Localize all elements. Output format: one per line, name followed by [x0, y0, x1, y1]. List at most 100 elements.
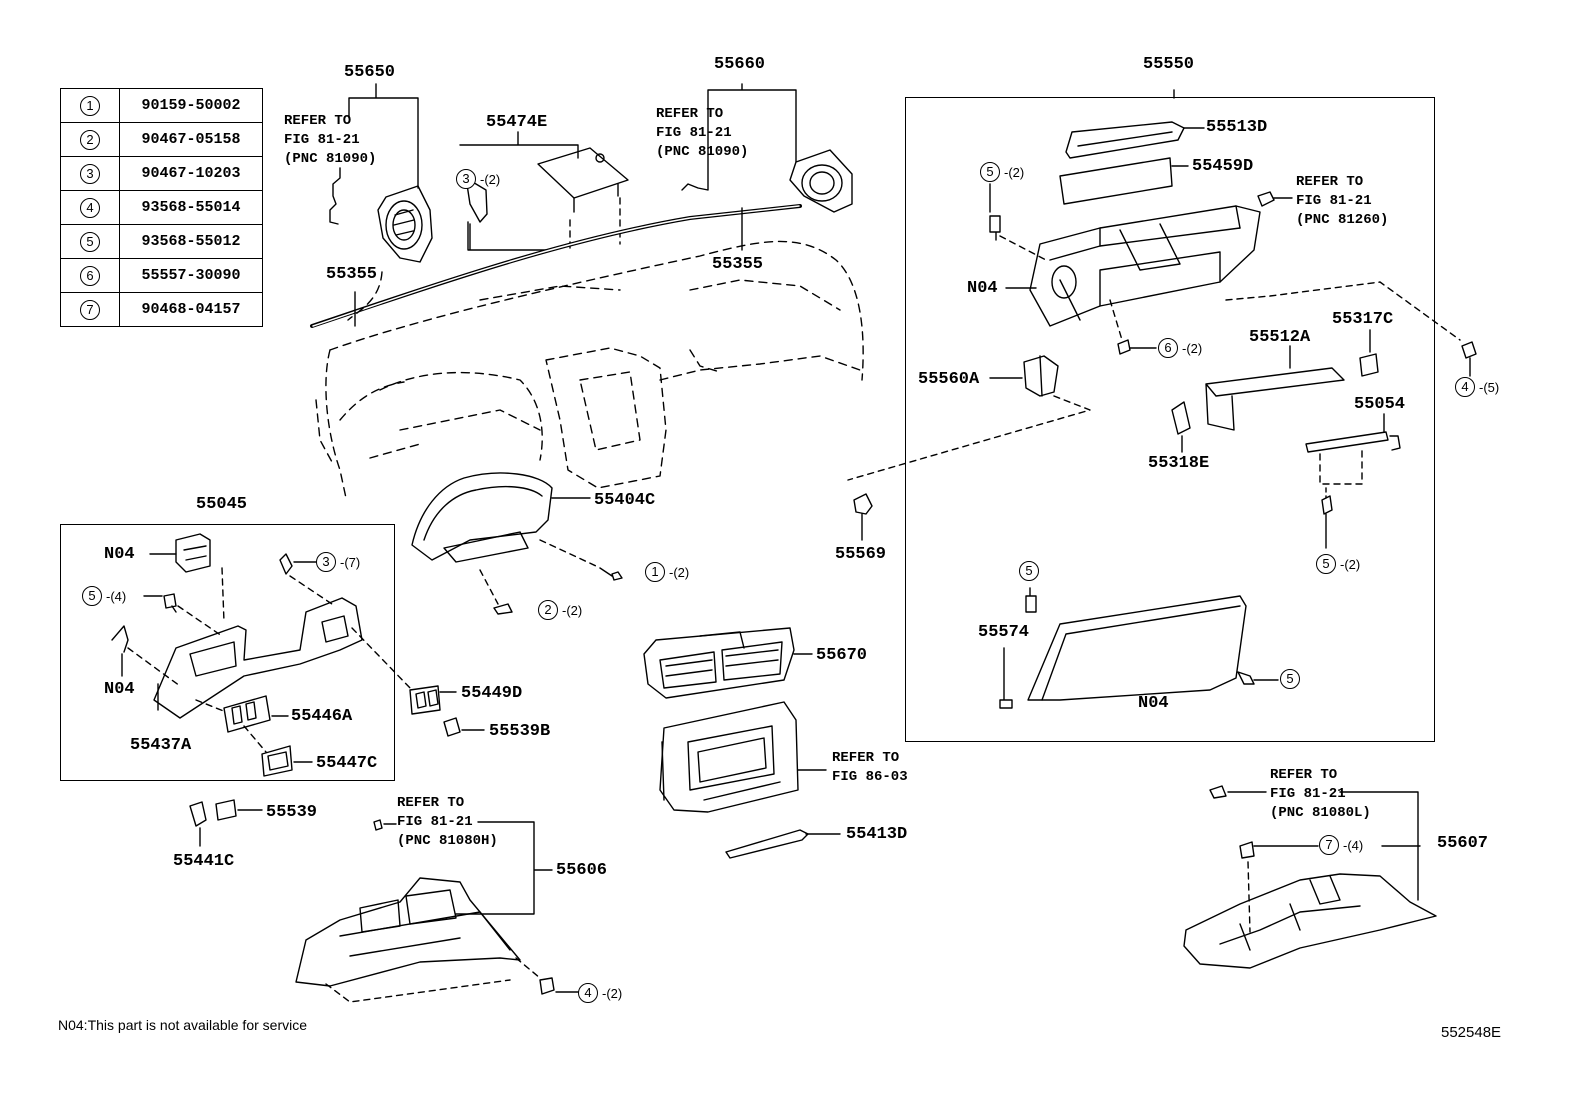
callout-qty: -(5) — [1479, 380, 1500, 395]
callout-circle-5-cover[interactable]: 5 — [82, 586, 102, 606]
meter-hood-shape — [411, 472, 553, 563]
callout-qty: -(2) — [1004, 165, 1025, 180]
callout-circle-5-hinge[interactable]: 5 — [1316, 554, 1336, 574]
callout-circle-3-cover[interactable]: 3 — [316, 552, 336, 572]
part-label-55355-left[interactable]: 55355 — [326, 265, 378, 284]
callout-circle-1-meter[interactable]: 1 — [645, 562, 665, 582]
part-label-55660[interactable]: 55660 — [714, 55, 766, 74]
table-row: 2 90467-05158 — [60, 122, 263, 157]
part-label-55317c[interactable]: 55317C — [1332, 310, 1394, 329]
table-row: 4 93568-55014 — [60, 190, 263, 225]
part-number: 55557-30090 — [119, 258, 263, 293]
callout-qty: -(2) — [602, 986, 623, 1001]
lower-cover-55437a-shape — [153, 597, 363, 719]
part-number: 93568-55014 — [119, 190, 263, 225]
refer-note-55606: REFER TO FIG 81-21 (PNC 81080H) — [397, 795, 498, 849]
part-55318e-shape — [1171, 401, 1191, 435]
callout-circle-4-right[interactable]: 4 — [1455, 377, 1475, 397]
part-label-55574[interactable]: 55574 — [978, 623, 1030, 642]
part-label-55512a[interactable]: 55512A — [1249, 328, 1311, 347]
part-label-n04-glovebox[interactable]: N04 — [967, 279, 998, 298]
part-label-55670[interactable]: 55670 — [816, 646, 868, 665]
cover-55474e-shape — [537, 147, 629, 199]
part-55446a-shape — [223, 695, 271, 733]
index-circle: 5 — [80, 231, 100, 252]
part-label-n04-switch[interactable]: N04 — [104, 545, 135, 564]
part-number: 90467-10203 — [119, 156, 263, 191]
callout-qty: -(4) — [106, 589, 127, 604]
part-55569-shape — [853, 493, 873, 515]
index-circle: 3 — [80, 163, 100, 184]
callout-circle-5-door-right[interactable]: 5 — [1280, 669, 1300, 689]
clip-55474e — [465, 177, 488, 223]
part-label-55474e[interactable]: 55474E — [486, 113, 548, 132]
part-label-55318e[interactable]: 55318E — [1148, 454, 1210, 473]
part-label-n04-bracket[interactable]: N04 — [104, 680, 135, 699]
switch-n04-shape — [175, 533, 211, 573]
part-number: 93568-55012 — [119, 224, 263, 259]
lower-panel-55607-shape — [1183, 873, 1437, 969]
part-label-55446a[interactable]: 55446A — [291, 707, 353, 726]
center-vent-55670-shape — [643, 627, 795, 699]
part-label-55404c[interactable]: 55404C — [594, 491, 656, 510]
lower-cover-group-frame — [60, 524, 395, 781]
callout-qty: -(7) — [340, 555, 361, 570]
part-label-55355-right[interactable]: 55355 — [712, 255, 764, 274]
refer-note-55607: REFER TO FIG 81-21 (PNC 81080L) — [1270, 767, 1371, 821]
refer-note-display: REFER TO FIG 86-03 — [832, 750, 908, 785]
part-label-55413d[interactable]: 55413D — [846, 825, 908, 844]
bracket-n04-shape — [111, 625, 129, 653]
vent-left-shape — [377, 185, 433, 263]
callout-qty: -(2) — [562, 603, 583, 618]
dashboard-outline — [315, 240, 864, 499]
part-55449d-shape — [409, 685, 441, 715]
part-label-55539b[interactable]: 55539B — [489, 722, 551, 741]
part-label-55054[interactable]: 55054 — [1354, 395, 1406, 414]
part-55459d-shape — [1059, 157, 1173, 205]
part-label-55560a[interactable]: 55560A — [918, 370, 980, 389]
part-label-55606[interactable]: 55606 — [556, 861, 608, 880]
callout-circle-7-lower[interactable]: 7 — [1319, 835, 1339, 855]
part-label-55650[interactable]: 55650 — [344, 63, 396, 82]
part-label-55513d[interactable]: 55513D — [1206, 118, 1268, 137]
part-number: 90159-50002 — [119, 88, 263, 123]
part-label-55459d[interactable]: 55459D — [1192, 157, 1254, 176]
callout-circle-5-glovebox[interactable]: 5 — [980, 162, 1000, 182]
callout-circle-4-lower[interactable]: 4 — [578, 983, 598, 1003]
callout-circle-3-clip[interactable]: 3 — [456, 169, 476, 189]
part-label-55437a[interactable]: 55437A — [130, 736, 192, 755]
part-label-55607[interactable]: 55607 — [1437, 834, 1489, 853]
lower-panel-55606-shape — [295, 877, 521, 987]
part-label-55539[interactable]: 55539 — [266, 803, 318, 822]
glovebox-55550-shape — [1029, 205, 1261, 327]
part-label-55441c[interactable]: 55441C — [173, 852, 235, 871]
part-55512a-shape — [1205, 367, 1345, 431]
footnote: N04:This part is not available for servi… — [58, 1017, 307, 1033]
index-circle: 2 — [80, 129, 100, 150]
part-label-55550[interactable]: 55550 — [1143, 55, 1195, 74]
index-circle: 4 — [80, 197, 100, 218]
part-label-55569[interactable]: 55569 — [835, 545, 887, 564]
wire-left — [329, 167, 341, 225]
part-label-55447c[interactable]: 55447C — [316, 754, 378, 773]
part-label-n04-door[interactable]: N04 — [1138, 694, 1169, 713]
part-number: 90467-05158 — [119, 122, 263, 157]
part-55413d-shape — [725, 829, 809, 859]
callout-circle-2-meter[interactable]: 2 — [538, 600, 558, 620]
table-row: 3 90467-10203 — [60, 156, 263, 191]
part-label-55449d[interactable]: 55449D — [461, 684, 523, 703]
part-55560a-shape — [1023, 355, 1059, 397]
callout-circle-6-glovebox[interactable]: 6 — [1158, 338, 1178, 358]
part-55054-shape — [1305, 431, 1389, 453]
part-label-55045[interactable]: 55045 — [196, 495, 248, 514]
table-row: 5 93568-55012 — [60, 224, 263, 259]
display-unit-shape — [659, 701, 799, 813]
glove-door-shape — [1027, 595, 1247, 701]
callout-circle-5-door-top[interactable]: 5 — [1019, 561, 1039, 581]
callout-qty: -(2) — [480, 172, 501, 187]
refer-note-glovebox: REFER TO FIG 81-21 (PNC 81260) — [1296, 174, 1389, 228]
